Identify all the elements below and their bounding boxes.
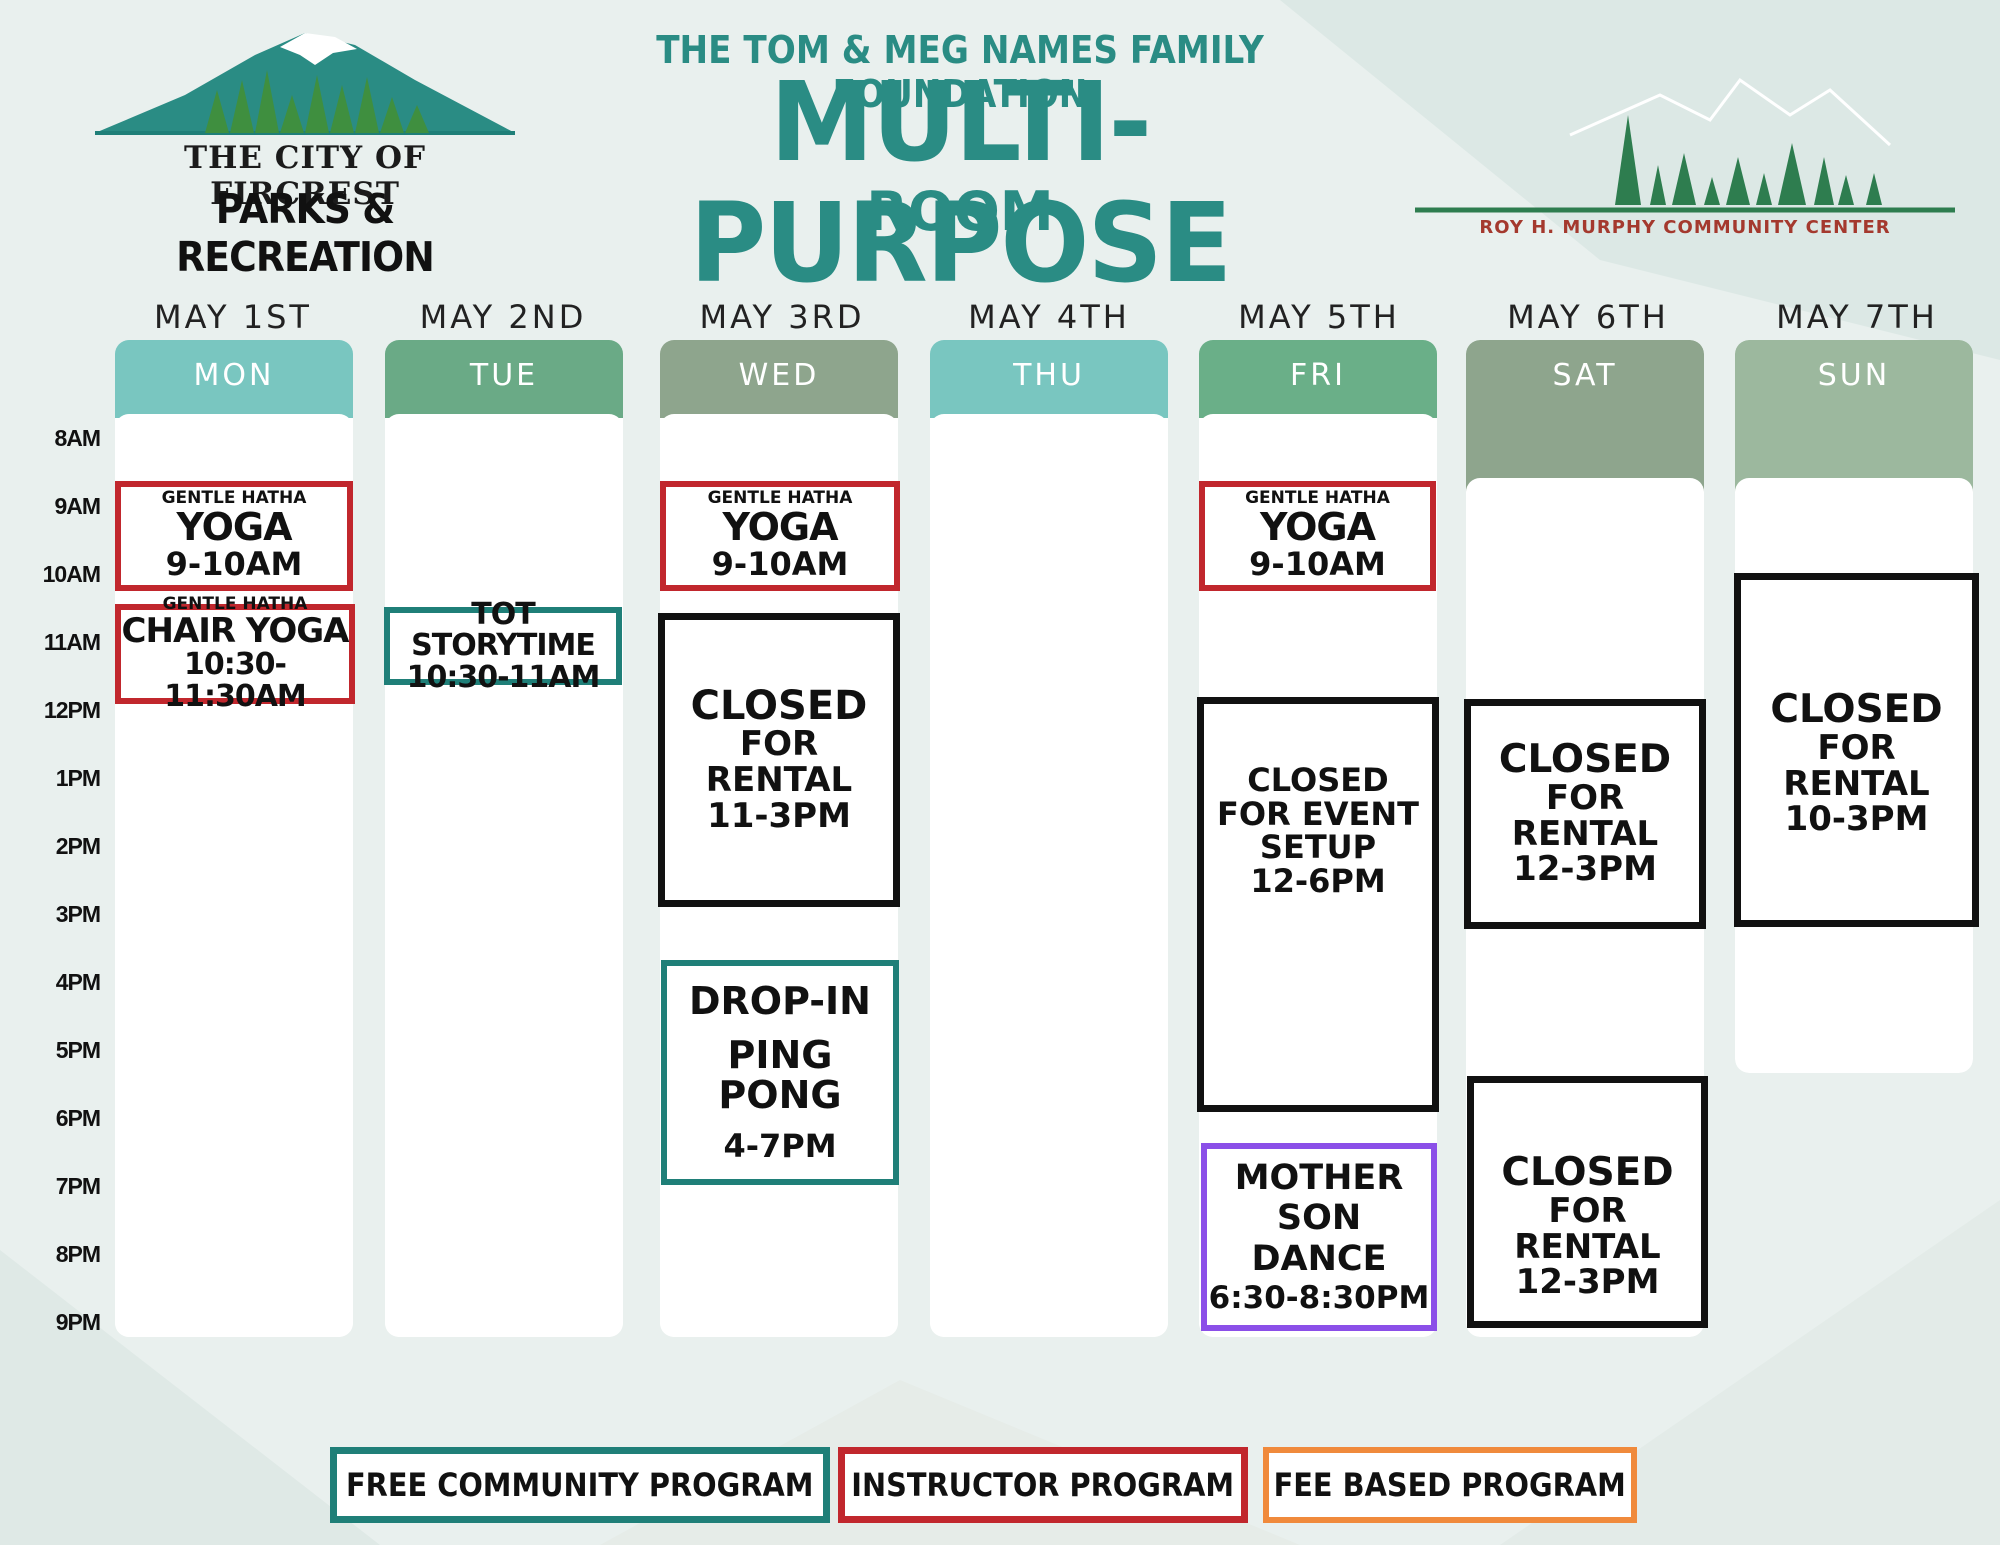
time-label: 10AM — [42, 561, 101, 587]
parks-recreation: PARKS & RECREATION — [176, 185, 435, 281]
legend-instructor: INSTRUCTOR PROGRAM — [838, 1447, 1248, 1523]
event-time: 10-3PM — [1784, 799, 1929, 840]
event-subtitle: GENTLE HATHA — [162, 593, 308, 614]
day-column-tue: TUE — [385, 340, 623, 1337]
time-label: 12PM — [43, 697, 101, 723]
foundation-title: THE TOM & MEG NAMES FAMILY FOUNDATION — [656, 28, 1264, 116]
event-time: 12-3PM — [1513, 849, 1657, 890]
event-subtitle: FOR RENTAL — [1783, 727, 1930, 804]
day-header-sun: SUN — [1817, 358, 1891, 393]
column-body — [385, 414, 623, 1337]
event-time: 12-6PM — [1250, 861, 1386, 900]
event-closed-rental[interactable]: CLOSED FOR RENTAL 11-3PM — [658, 613, 900, 907]
column-body — [930, 414, 1168, 1337]
time-label: 1PM — [55, 765, 101, 791]
legend-fee-based: FEE BASED PROGRAM — [1263, 1447, 1637, 1523]
time-label: 9AM — [54, 493, 101, 519]
date-label-sun: MAY 7TH — [1776, 298, 1938, 336]
closed-morning-block — [1466, 340, 1704, 500]
event-time: 9-10AM — [165, 545, 303, 584]
city-name: THE CITY OF FIRCREST — [184, 140, 426, 212]
mountain-icon — [95, 33, 515, 135]
event-closed-rental[interactable]: CLOSED FOR RENTAL 10-3PM — [1734, 573, 1979, 927]
date-label-sat: MAY 6TH — [1507, 298, 1669, 336]
date-label-tue: MAY 2ND — [419, 298, 587, 336]
event-time: 12-3PM — [1515, 1262, 1660, 1303]
time-label: 2PM — [55, 833, 101, 859]
event-title: YOGA — [176, 505, 292, 550]
legend-label: FEE BASED PROGRAM — [1273, 1466, 1627, 1504]
event-title: DROP-IN — [688, 978, 871, 1023]
day-column-thu: THU — [930, 340, 1168, 1337]
day-header-tue: TUE — [385, 340, 623, 418]
date-label-mon: MAY 1ST — [154, 298, 312, 336]
closed-morning-block — [1735, 340, 1973, 500]
event-title: CLOSED — [1770, 687, 1943, 732]
day-header-wed: WED — [660, 340, 898, 418]
day-header-fri: FRI — [1199, 340, 1437, 418]
date-label-fri: MAY 5TH — [1238, 298, 1400, 336]
legend-label: INSTRUCTOR PROGRAM — [851, 1466, 1235, 1504]
time-label: 4PM — [55, 969, 101, 995]
event-time: 6:30-8:30PM — [1208, 1279, 1430, 1316]
date-label-wed: MAY 3RD — [699, 298, 865, 336]
event-subtitle: GENTLE HATHA — [161, 488, 307, 509]
event-title: YOGA — [1259, 505, 1376, 550]
event-subtitle: FOR RENTAL — [705, 724, 853, 801]
event-ping-pong[interactable]: DROP-IN PING PONG 4-7PM — [661, 960, 899, 1185]
page-title: MULTI-PURPOSE — [689, 58, 1233, 307]
event-time: 10:30-11AM — [406, 659, 601, 695]
forest-icon — [1415, 77, 1955, 213]
event-time: 4-7PM — [723, 1126, 837, 1165]
city-logo: THE CITY OF FIRCREST PARKS & RECREATION — [95, 25, 515, 281]
event-line3: DANCE — [1251, 1239, 1387, 1280]
event-subtitle: GENTLE HATHA — [1245, 488, 1390, 509]
time-label: 7PM — [55, 1173, 101, 1199]
event-time: 11-3PM — [707, 795, 851, 836]
event-closed-rental[interactable]: CLOSED FOR RENTAL 12-3PM — [1464, 699, 1706, 929]
event-time: 9-10AM — [1249, 545, 1386, 584]
time-label: 9PM — [55, 1309, 101, 1335]
community-center-logo: ROY H. MURPHY COMMUNITY CENTER — [1410, 65, 1960, 245]
event-title: CLOSED — [1247, 761, 1389, 799]
event-title: TOT STORYTIME — [411, 596, 596, 664]
event-yoga[interactable]: GENTLE HATHA YOGA 9-10AM — [1199, 481, 1436, 591]
time-label: 5PM — [55, 1037, 101, 1063]
legend-label: FREE COMMUNITY PROGRAM — [346, 1466, 814, 1504]
event-chair-yoga[interactable]: GENTLE HATHA CHAIR YOGA 10:30-11:30AM — [115, 595, 355, 712]
event-yoga[interactable]: GENTLE HATHA YOGA 9-10AM — [660, 481, 900, 591]
event-time: 9-10AM — [711, 545, 849, 584]
event-time: 10:30-11:30AM — [164, 647, 307, 714]
event-subtitle: FOR RENTAL — [1514, 1190, 1661, 1267]
event-title: CLOSED — [1498, 737, 1672, 782]
event-title: CHAIR YOGA — [121, 610, 350, 651]
event-subtitle: GENTLE HATHA — [707, 488, 853, 509]
event-line3: SETUP — [1259, 828, 1377, 867]
time-label: 6PM — [55, 1105, 101, 1131]
time-label: 3PM — [55, 901, 101, 927]
community-center-name: ROY H. MURPHY COMMUNITY CENTER — [1479, 217, 1891, 238]
event-title: MOTHER — [1234, 1157, 1404, 1198]
event-tot-storytime[interactable]: TOT STORYTIME 10:30-11AM — [384, 599, 622, 693]
time-label: 8PM — [55, 1241, 101, 1267]
legend-free-community: FREE COMMUNITY PROGRAM — [330, 1447, 830, 1523]
day-header-mon: MON — [115, 340, 353, 418]
day-header-thu: THU — [930, 340, 1168, 418]
event-title: YOGA — [722, 505, 838, 550]
event-title-line2: PING PONG — [718, 1032, 842, 1117]
time-label: 8AM — [54, 425, 101, 451]
event-subtitle: FOR RENTAL — [1511, 777, 1659, 854]
event-mother-son-dance[interactable]: MOTHER SON DANCE 6:30-8:30PM — [1201, 1143, 1437, 1331]
date-label-thu: MAY 4TH — [968, 298, 1130, 336]
event-title: CLOSED — [690, 683, 868, 730]
time-label: 11AM — [43, 629, 101, 655]
event-closed-rental[interactable]: CLOSED FOR RENTAL 12-3PM — [1467, 1076, 1708, 1328]
event-line2: FOR EVENT — [1217, 794, 1419, 833]
event-closed-event-setup[interactable]: CLOSED FOR EVENT SETUP 12-6PM — [1197, 697, 1439, 1112]
day-header-sat: SAT — [1552, 358, 1618, 393]
event-yoga[interactable]: GENTLE HATHA YOGA 9-10AM — [115, 481, 353, 591]
page-subtitle: ROOM — [866, 180, 1054, 243]
event-line2: SON — [1276, 1198, 1362, 1239]
event-title: CLOSED — [1501, 1150, 1674, 1195]
